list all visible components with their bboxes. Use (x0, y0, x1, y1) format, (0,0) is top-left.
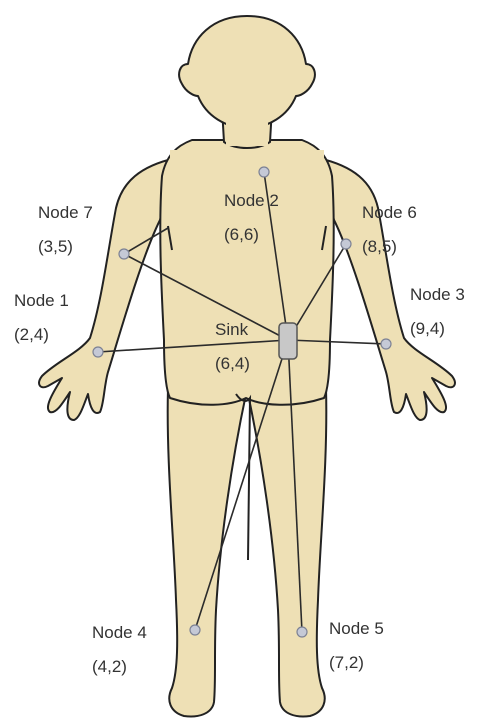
node1-label: Node 1 (14, 291, 69, 310)
node1-coord: (2,4) (14, 325, 49, 344)
sink-label: Sink (215, 320, 249, 339)
node7-label: Node 7 (38, 203, 93, 222)
node2-marker (259, 167, 269, 177)
node4-marker (190, 625, 200, 635)
node7-marker (119, 249, 129, 259)
node4-label: Node 4 (92, 623, 147, 642)
right-leg (248, 388, 326, 716)
node6-marker (341, 239, 351, 249)
node4-coord: (4,2) (92, 657, 127, 676)
node2-label: Node 2 (224, 191, 279, 210)
node3-label: Node 3 (410, 285, 465, 304)
sink-device (279, 323, 297, 359)
node5-label: Node 5 (329, 619, 384, 638)
node5-marker (297, 627, 307, 637)
node3-marker (381, 339, 391, 349)
node1-marker (93, 347, 103, 357)
node5-coord: (7,2) (329, 653, 364, 672)
node2-coord: (6,6) (224, 225, 259, 244)
node3-coord: (9,4) (410, 319, 445, 338)
left-leg (168, 388, 246, 716)
node6-coord: (8,5) (362, 237, 397, 256)
left-arm (39, 158, 176, 420)
node7-coord: (3,5) (38, 237, 73, 256)
sink-coord: (6,4) (215, 354, 250, 373)
node6-label: Node 6 (362, 203, 417, 222)
